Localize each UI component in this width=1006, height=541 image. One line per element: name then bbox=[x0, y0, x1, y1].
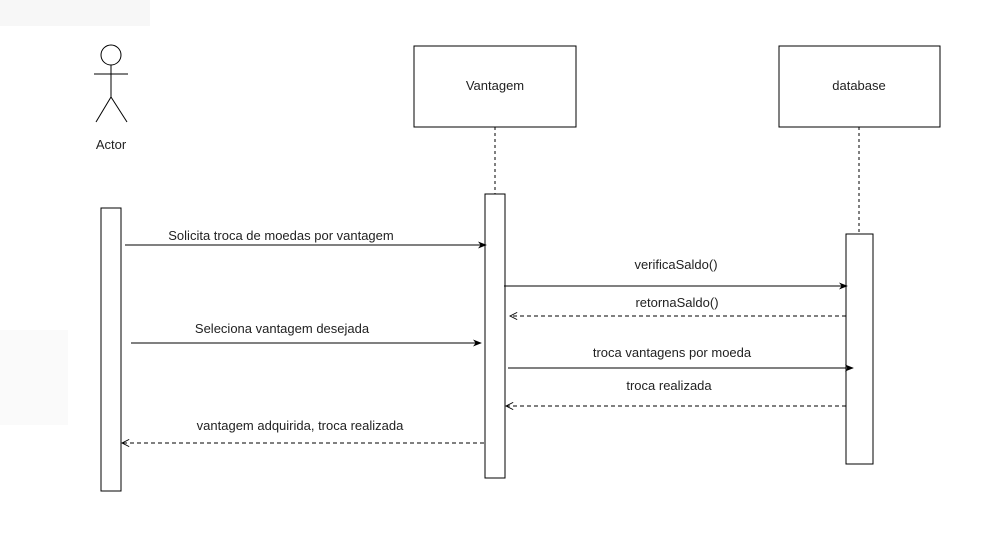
message-7: vantagem adquirida, troca realizada bbox=[122, 418, 484, 443]
message-1: Solicita troca de moedas por vantagem bbox=[125, 228, 487, 249]
actor-figure-icon bbox=[94, 44, 128, 123]
message-4-label: Seleciona vantagem desejada bbox=[195, 321, 370, 336]
participant-database-box bbox=[778, 45, 941, 128]
participant-vantagem-label: Vantagem bbox=[466, 78, 524, 93]
faint-side-panel bbox=[0, 330, 68, 425]
message-7-label: vantagem adquirida, troca realizada bbox=[197, 418, 404, 433]
message-2: verificaSaldo() bbox=[504, 257, 848, 290]
message-1-label: Solicita troca de moedas por vantagem bbox=[168, 228, 393, 243]
message-5: troca vantagens por moeda bbox=[508, 345, 854, 372]
activation-actor bbox=[100, 207, 122, 492]
message-6-label: troca realizada bbox=[626, 378, 712, 393]
message-2-label: verificaSaldo() bbox=[634, 257, 717, 272]
activation-vantagem bbox=[484, 193, 506, 479]
message-3: retornaSaldo() bbox=[510, 295, 846, 316]
activation-database bbox=[845, 233, 874, 465]
faint-topbar bbox=[0, 0, 150, 26]
message-3-label: retornaSaldo() bbox=[635, 295, 718, 310]
actor-label: Actor bbox=[96, 137, 127, 152]
message-4: Seleciona vantagem desejada bbox=[131, 321, 482, 347]
participant-vantagem-box bbox=[413, 45, 577, 128]
message-6: troca realizada bbox=[506, 378, 846, 406]
message-5-label: troca vantagens por moeda bbox=[593, 345, 752, 360]
participant-database-label: database bbox=[832, 78, 886, 93]
